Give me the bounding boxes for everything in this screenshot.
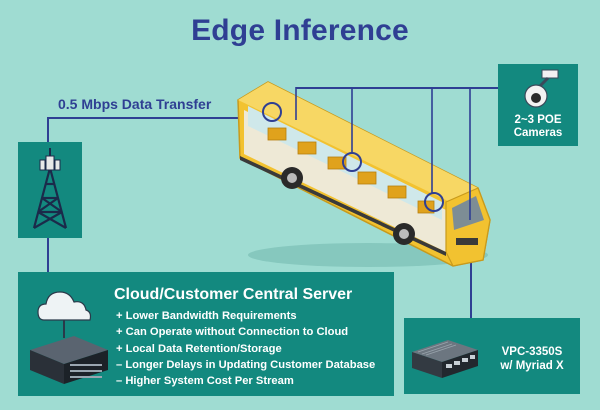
server-feature-item: – Longer Delays in Updating Customer Dat… xyxy=(116,358,376,371)
cameras-panel: 2~3 POE Cameras xyxy=(498,64,578,146)
cloud-server-icon xyxy=(30,291,108,384)
wire-tower-to-server xyxy=(47,238,49,272)
wire-left-vertical xyxy=(47,117,49,143)
cell-tower-panel xyxy=(18,142,82,238)
cameras-label-line1: 2~3 POE xyxy=(514,114,562,126)
edge-device-icon xyxy=(412,340,478,378)
data-transfer-label: 0.5 Mbps Data Transfer xyxy=(58,96,212,112)
vpc-model-label: VPC-3350S xyxy=(501,346,563,358)
diagram-title: Edge Inference xyxy=(191,14,409,47)
wire-top-horizontal xyxy=(48,117,238,119)
central-server-panel: Cloud/Customer Central Server + Lower Ba… xyxy=(18,272,394,396)
cameras-label-line2: Cameras xyxy=(513,127,563,139)
wire-bus-to-cameras xyxy=(296,87,500,89)
vpc-accelerator-label: w/ Myriad X xyxy=(500,360,564,372)
vpc-device-panel: VPC-3350S w/ Myriad X xyxy=(404,318,580,394)
server-title: Cloud/Customer Central Server xyxy=(114,286,353,303)
dome-camera-icon xyxy=(524,69,559,108)
bus-illustration xyxy=(237,81,491,267)
cell-tower-icon xyxy=(32,148,68,229)
wire-bus-to-vpc xyxy=(470,252,472,318)
server-feature-item: + Can Operate without Connection to Clou… xyxy=(116,326,349,339)
server-feature-item: + Local Data Retention/Storage xyxy=(116,342,282,355)
server-feature-list: + Lower Bandwidth Requirements + Can Ope… xyxy=(116,308,375,389)
server-feature-item: + Lower Bandwidth Requirements xyxy=(116,310,297,322)
server-feature-item: – Higher System Cost Per Stream xyxy=(116,375,294,388)
